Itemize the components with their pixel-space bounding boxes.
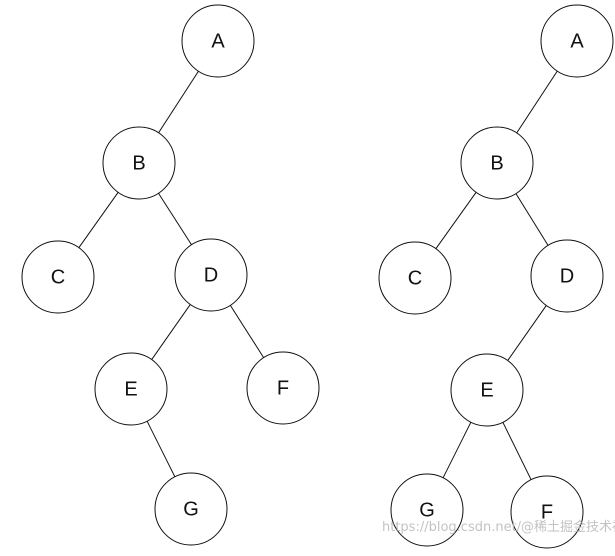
tree-2-edge-e-g	[442, 421, 472, 479]
tree-1-node-b: B	[102, 126, 176, 200]
tree-1-node-c-circle	[21, 240, 95, 314]
tree-1-node-c: C	[21, 240, 95, 314]
tree-2-node-f-label: F	[541, 501, 553, 523]
tree-2-node-c-circle	[378, 241, 452, 315]
tree-2-edge-b-c	[435, 192, 477, 249]
tree-2-node-e-circle	[450, 353, 524, 427]
tree-2-edge-b-d	[515, 193, 549, 246]
tree-2-node-b-circle	[460, 126, 534, 200]
tree-1-node-a: A	[181, 4, 255, 78]
tree-2-node-f: F	[510, 475, 584, 549]
tree-1-node-e-label: E	[124, 378, 137, 400]
tree-2-node-b: B	[460, 126, 534, 200]
tree-1-node-e: E	[94, 352, 168, 426]
tree-1-node-f-label: F	[277, 377, 289, 399]
tree-2-node-d: D	[530, 239, 604, 313]
tree-2-node-e-label: E	[480, 379, 493, 401]
tree-1-node-c-label: C	[51, 266, 65, 288]
tree-1-node-b-label: B	[132, 152, 145, 174]
tree-1-edge-d-f	[229, 305, 265, 358]
tree-1-node-f-circle	[246, 351, 320, 425]
tree-2-node-g-circle	[390, 473, 464, 547]
nodes-layer: A B C D E F G A B C D E G F	[21, 4, 614, 549]
tree-2-node-b-label: B	[490, 152, 503, 174]
tree-1-node-g-circle	[154, 472, 228, 546]
tree-2-node-a: A	[540, 4, 614, 78]
tree-1-node-g: G	[154, 472, 228, 546]
tree-1-edge-e-g	[146, 420, 176, 478]
tree-2-node-a-label: A	[570, 30, 584, 52]
tree-1-node-f: F	[246, 351, 320, 425]
tree-1-node-a-label: A	[211, 30, 225, 52]
tree-2-node-g-label: G	[419, 499, 435, 521]
tree-1-node-d-label: D	[204, 264, 218, 286]
tree-2-node-g: G	[390, 473, 464, 547]
watermark-text: https://blog.csdn.net/@稀土掘金技术社区	[382, 519, 615, 535]
tree-2-node-c: C	[378, 241, 452, 315]
tree-1-node-a-circle	[181, 4, 255, 78]
tree-2-edge-d-e	[507, 305, 547, 361]
tree-1-edge-b-c	[78, 192, 119, 248]
tree-2-node-f-circle	[510, 475, 584, 549]
tree-1-node-d: D	[174, 238, 248, 312]
tree-2-node-d-circle	[530, 239, 604, 313]
tree-1-node-g-label: G	[183, 498, 199, 520]
tree-2-node-c-label: C	[408, 267, 422, 289]
tree-1-edge-b-d	[158, 193, 192, 245]
tree-1-edge-d-e	[151, 304, 191, 360]
tree-1-node-d-circle	[174, 238, 248, 312]
tree-2-edge-a-b	[516, 70, 558, 134]
edges-layer	[78, 70, 558, 480]
tree-2-node-d-label: D	[560, 265, 574, 287]
tree-1-node-b-circle	[102, 126, 176, 200]
tree-2-node-a-circle	[540, 4, 614, 78]
tree-1-node-e-circle	[94, 352, 168, 426]
tree-1-edge-a-b	[158, 70, 199, 134]
tree-2-node-e: E	[450, 353, 524, 427]
tree-2-edge-e-f	[502, 422, 532, 480]
